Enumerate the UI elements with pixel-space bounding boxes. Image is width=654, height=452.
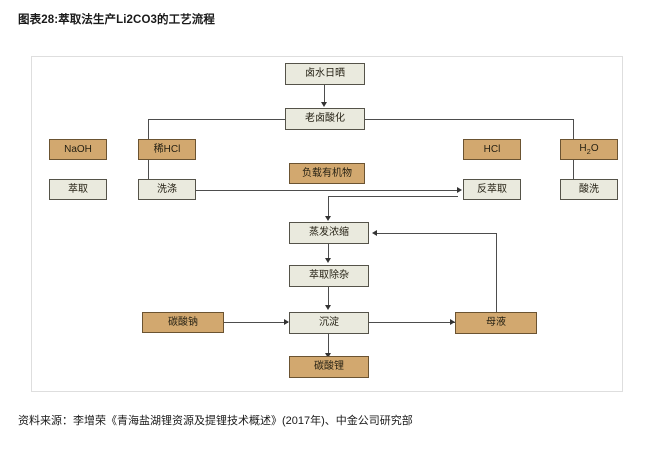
node-label: 碳酸锂 xyxy=(314,361,344,372)
node-dilute-hcl[interactable]: 稀HCl xyxy=(138,139,196,160)
edge-acidify-right-horizontal xyxy=(365,119,574,120)
edge-precipitation-to-mother-liquor xyxy=(369,322,455,323)
edge-back-extraction-down-vertical xyxy=(328,196,329,218)
node-label: 碳酸钠 xyxy=(168,316,198,328)
node-label: 萃取 xyxy=(68,183,88,195)
edge-acidify-left-horizontal xyxy=(148,119,285,120)
edge-brine-evap-to-acidify xyxy=(324,85,325,102)
edge-back-extraction-down-horizontal xyxy=(328,196,458,197)
edge-washing-to-back-extraction xyxy=(196,190,457,191)
source-note: 资料来源：李增荣《青海盐湖锂资源及提锂技术概述》(2017年)、中金公司研究部 xyxy=(18,415,413,427)
node-label: 洗涤 xyxy=(157,183,177,195)
node-acid-washing[interactable]: 酸洗 xyxy=(560,179,618,200)
node-brine-evaporation[interactable]: 卤水日晒 xyxy=(285,63,365,85)
node-precipitation[interactable]: 沉淀 xyxy=(289,312,369,334)
edge-mother-liquor-recycle-horizontal xyxy=(377,233,497,234)
edge-precipitation-to-lithium-carbonate xyxy=(328,334,329,355)
node-extraction-impurity-removal[interactable]: 萃取除杂 xyxy=(289,265,369,287)
arrowhead-precipitation-in-left xyxy=(284,319,289,325)
node-label: HCl xyxy=(483,143,501,155)
node-label: 蒸发浓缩 xyxy=(309,227,349,238)
arrowhead-mother-liquor-in xyxy=(450,319,455,325)
node-sodium-carbonate[interactable]: 碳酸钠 xyxy=(142,312,224,333)
node-loaded-organic[interactable]: 负载有机物 xyxy=(289,163,365,184)
edge-evap-to-extract-impurity xyxy=(328,244,329,260)
node-label: 萃取除杂 xyxy=(309,270,349,281)
node-lithium-carbonate[interactable]: 碳酸锂 xyxy=(289,356,369,378)
node-label: 卤水日晒 xyxy=(305,68,345,79)
arrowhead-acidify-in xyxy=(321,102,327,107)
flowchart-canvas: 卤水日晒 老卤酸化 NaOH 稀HCl HCl H2O 负载有机物 萃取 洗涤 … xyxy=(31,56,623,392)
node-mother-liquor[interactable]: 母液 xyxy=(455,312,537,334)
node-hcl[interactable]: HCl xyxy=(463,139,521,160)
arrowhead-lithium-carbonate-in xyxy=(325,353,331,358)
node-washing[interactable]: 洗涤 xyxy=(138,179,196,200)
node-label: 反萃取 xyxy=(477,183,507,195)
node-label: 酸洗 xyxy=(579,183,599,195)
arrowhead-evap-in-right xyxy=(372,230,377,236)
node-label: H2O xyxy=(579,142,599,156)
node-label: 母液 xyxy=(486,317,506,328)
node-label: 稀HCl xyxy=(153,143,181,155)
node-label: 负载有机物 xyxy=(302,167,352,179)
arrowhead-precipitation-in-top xyxy=(325,305,331,310)
node-label: 老卤酸化 xyxy=(305,113,345,124)
arrowhead-extract-impurity-in xyxy=(325,258,331,263)
node-h2o[interactable]: H2O xyxy=(560,139,618,160)
node-brine-acidify[interactable]: 老卤酸化 xyxy=(285,108,365,130)
arrowhead-evap-in-top xyxy=(325,216,331,221)
node-label: 沉淀 xyxy=(319,317,339,328)
node-label: NaOH xyxy=(64,143,92,155)
node-back-extraction[interactable]: 反萃取 xyxy=(463,179,521,200)
edge-sodium-carbonate-to-precipitation xyxy=(224,322,288,323)
node-extraction[interactable]: 萃取 xyxy=(49,179,107,200)
page-title: 图表28:萃取法生产Li2CO3的工艺流程 xyxy=(18,14,215,26)
edge-mother-liquor-recycle-vertical xyxy=(496,233,497,312)
edge-extract-impurity-to-precipitation xyxy=(328,287,329,307)
node-naoh[interactable]: NaOH xyxy=(49,139,107,160)
node-evaporation-concentration[interactable]: 蒸发浓缩 xyxy=(289,222,369,244)
arrowhead-back-extraction-in xyxy=(457,187,462,193)
